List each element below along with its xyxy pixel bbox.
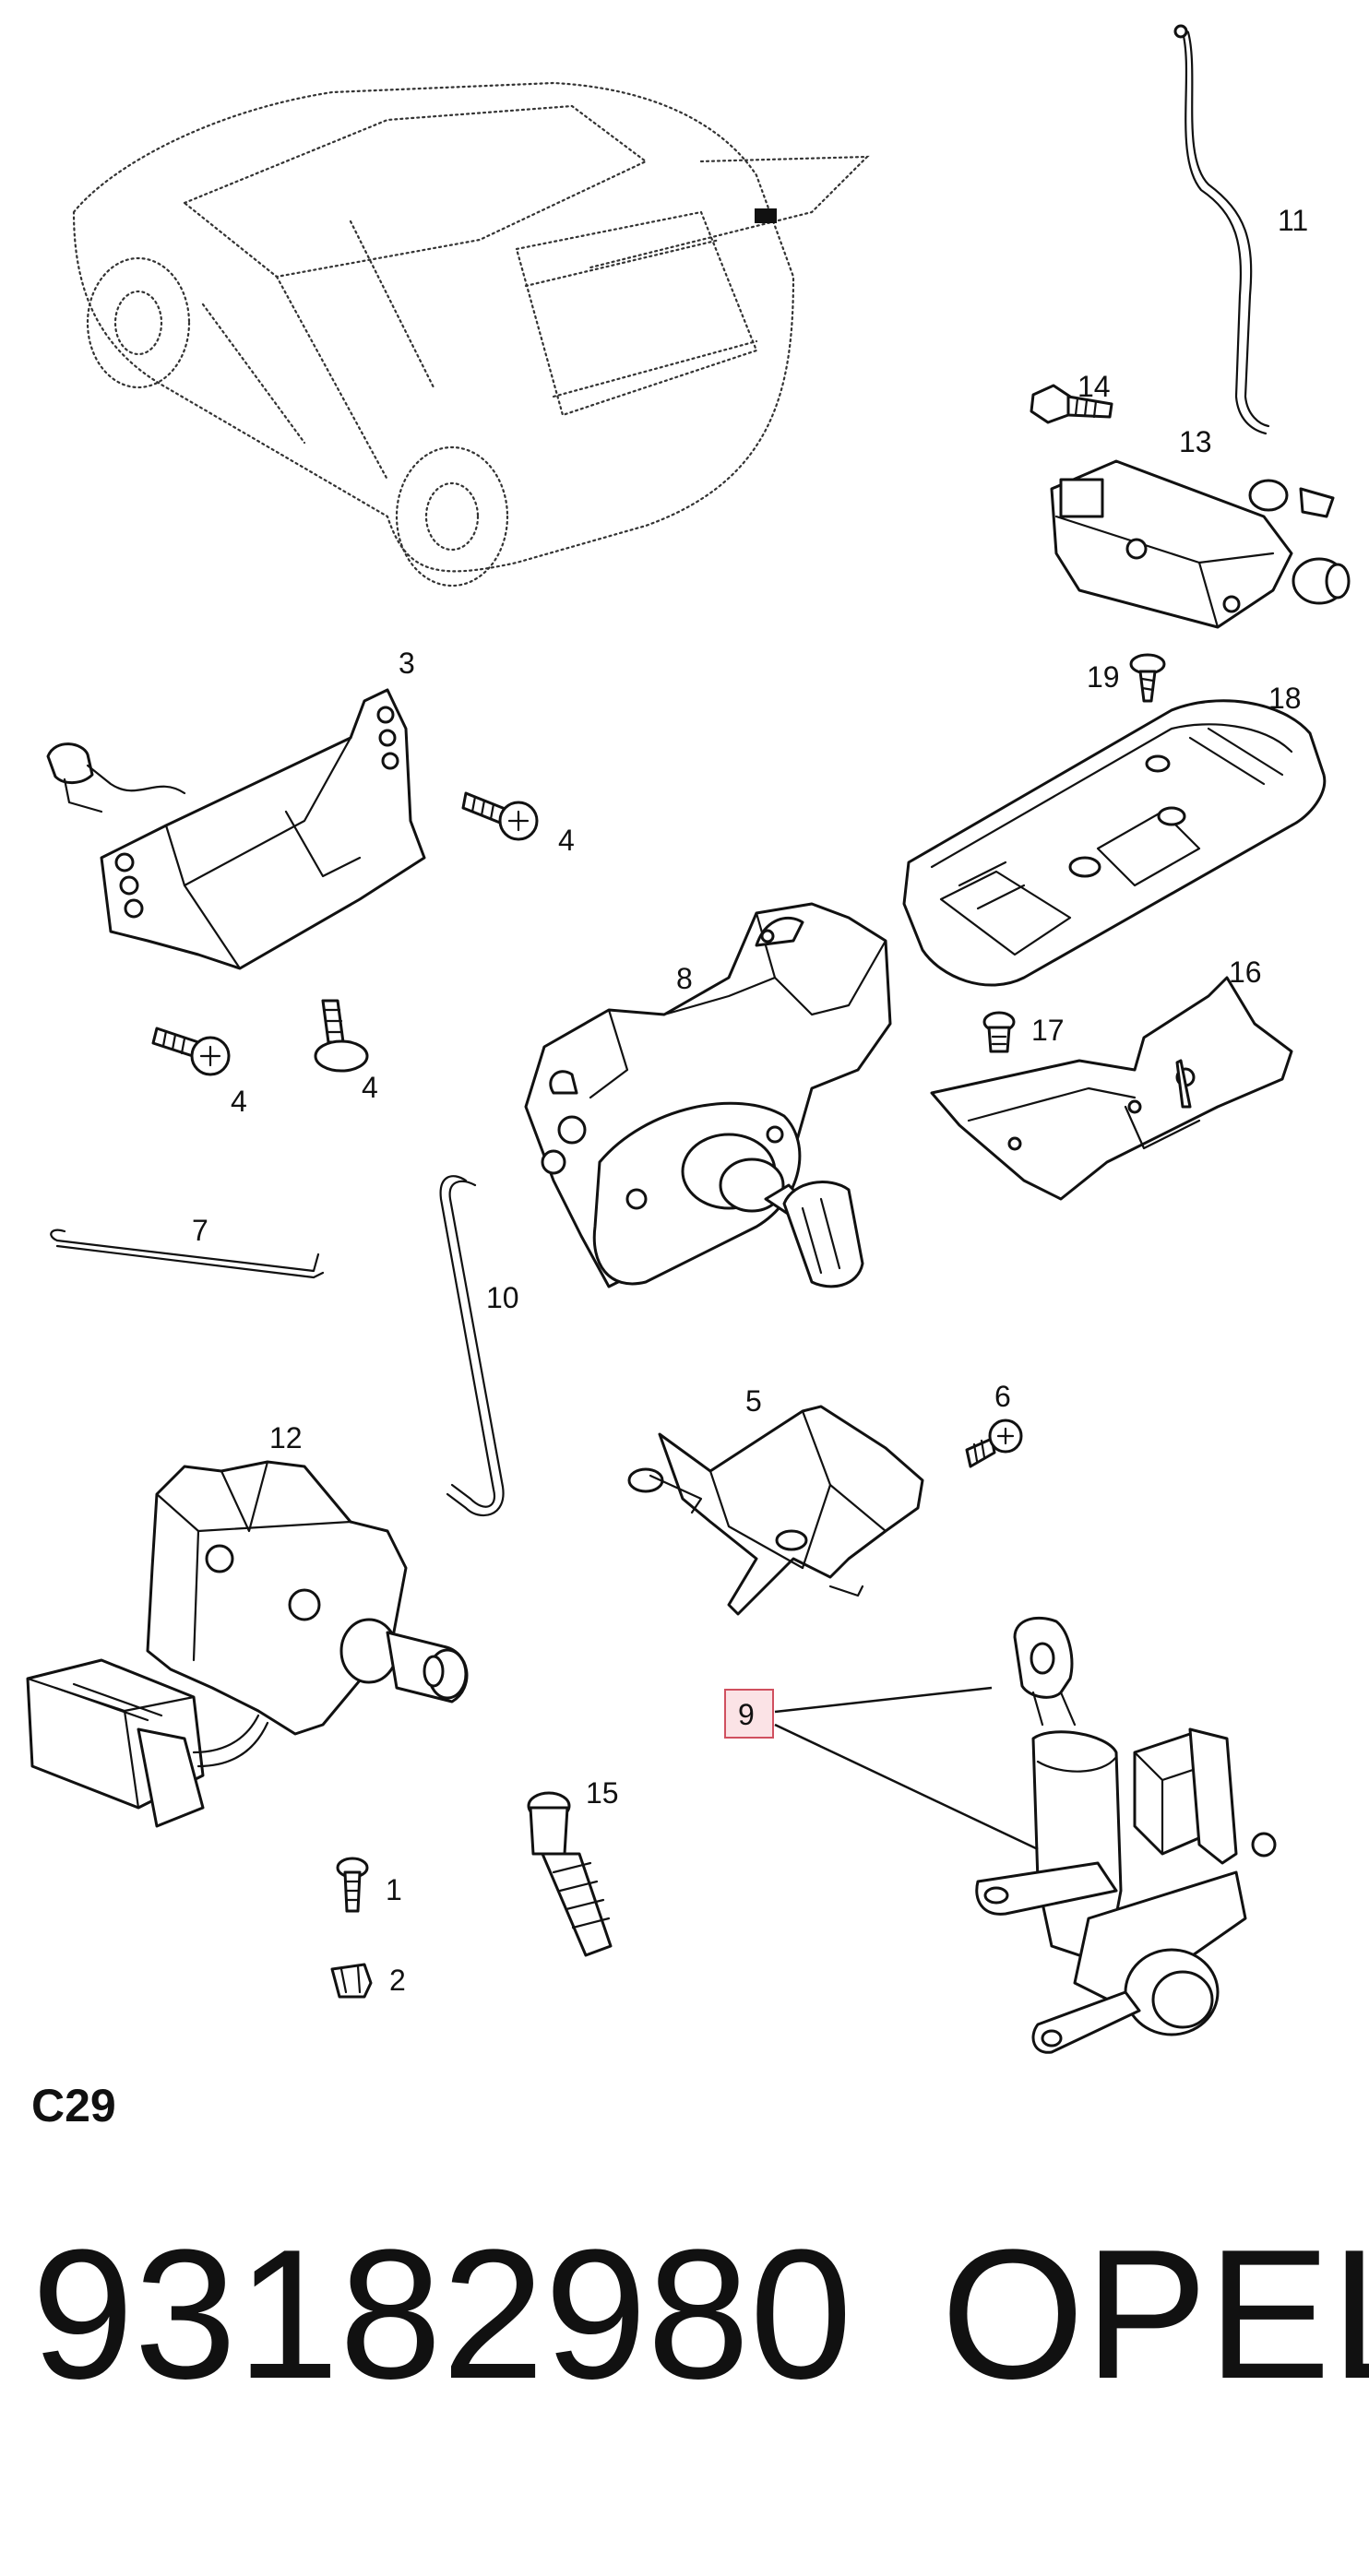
callout-5: 5 <box>745 1384 762 1418</box>
callout-9: 9 <box>738 1698 755 1731</box>
callout-3: 3 <box>399 647 415 680</box>
part-4-screw-a <box>461 791 539 841</box>
part-8-lock-cylinder <box>524 902 892 1288</box>
part-13-actuator <box>1050 459 1351 629</box>
callout-18: 18 <box>1268 682 1302 715</box>
callout-8: 8 <box>676 962 693 995</box>
part-18-handle-cover <box>902 699 1327 987</box>
connector-block <box>1059 478 1104 518</box>
callout-17: 17 <box>1031 1014 1065 1047</box>
part-number: 93182980 <box>31 2212 852 2417</box>
callout-13: 13 <box>1179 425 1212 458</box>
callout-7: 7 <box>192 1214 208 1247</box>
tailgate-latch-marker <box>755 208 777 223</box>
part-7-rod <box>50 1229 325 1279</box>
callout-6: 6 <box>994 1380 1011 1413</box>
diagram-code: C29 <box>31 2080 116 2131</box>
part-4-screw-b <box>151 1027 231 1076</box>
part-1-screw <box>336 1857 369 1913</box>
leader-line-upper <box>774 1686 993 1714</box>
callout-2: 2 <box>389 1964 406 1997</box>
leader-line-lower <box>774 1723 1039 1851</box>
part-14-screw <box>1030 384 1113 424</box>
callout-4c: 4 <box>362 1071 378 1104</box>
part-2-clip <box>330 1963 373 1999</box>
vehicle-outline <box>72 81 870 588</box>
callout-10: 10 <box>486 1281 519 1314</box>
callout-1: 1 <box>386 1873 402 1906</box>
part-6-screw <box>965 1419 1023 1468</box>
callout-9-group: 9 <box>724 1686 1039 1851</box>
callout-14: 14 <box>1077 370 1111 403</box>
part-10-rod <box>439 1175 505 1516</box>
brand-name: OPEL <box>941 2212 1369 2417</box>
callout-4a: 4 <box>558 824 575 857</box>
part-19-screw <box>1129 653 1166 703</box>
callout-15: 15 <box>586 1776 619 1810</box>
callout-4b: 4 <box>231 1085 247 1118</box>
callout-19: 19 <box>1087 660 1120 694</box>
callout-12: 12 <box>269 1421 303 1454</box>
part-17-clip <box>982 1011 1016 1053</box>
callout-16: 16 <box>1229 956 1262 989</box>
callout-9-highlight-box <box>724 1689 774 1739</box>
footer: 93182980 OPEL <box>0 2214 1369 2453</box>
part-15-pin <box>527 1791 613 1957</box>
part-4-screw-c <box>314 999 369 1073</box>
part-3-bracket <box>46 688 426 970</box>
part-9-lock-assembly <box>975 1616 1277 2054</box>
part-5-bracket <box>627 1405 924 1616</box>
cable-end-icon <box>1173 24 1188 39</box>
part-11-cable <box>1173 24 1270 435</box>
callout-11: 11 <box>1278 204 1308 237</box>
part-16-bracket <box>930 976 1293 1201</box>
part-12-motor <box>26 1460 469 1828</box>
